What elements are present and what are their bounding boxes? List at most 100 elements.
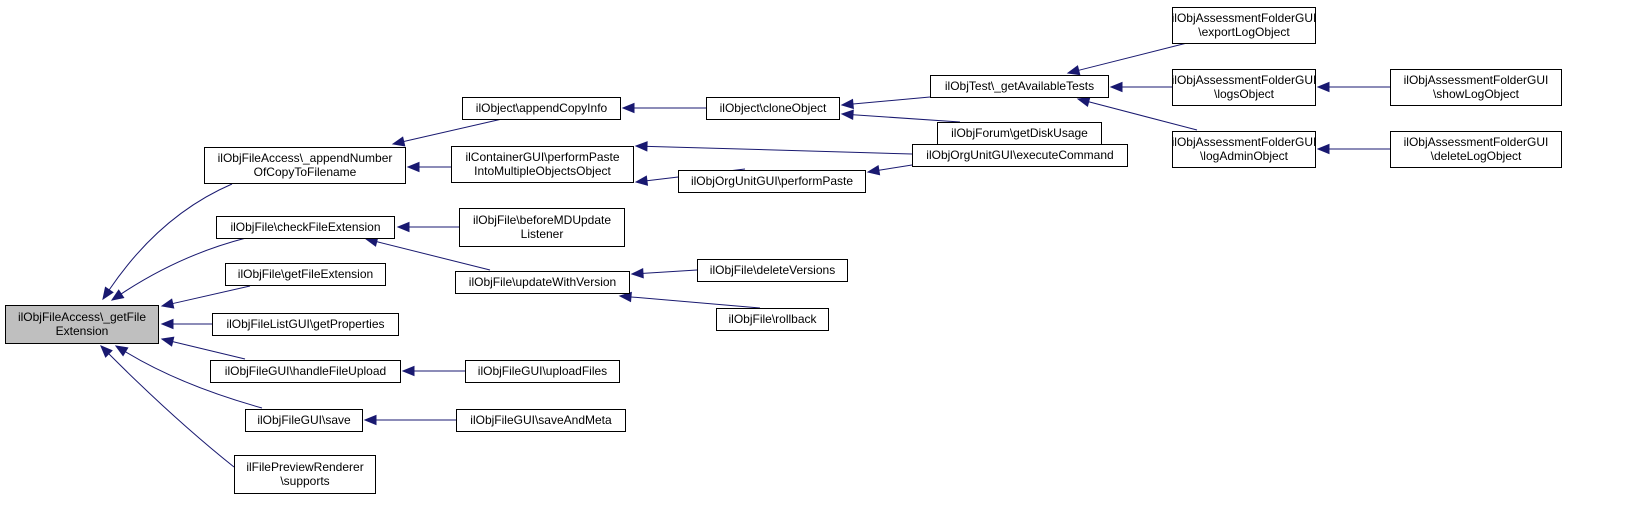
- node-box: [455, 271, 630, 294]
- node-label: ilObjFileAccess\_appendNumber: [218, 151, 393, 165]
- arrowhead: [160, 336, 175, 347]
- edge-rollback-to-update-with-version: [618, 291, 761, 309]
- edge-save-and-meta-to-save: [363, 414, 456, 426]
- node-supports[interactable]: ilFilePreviewRenderer\supports: [234, 455, 376, 494]
- edge-append-copy-info-to-append-number: [391, 118, 503, 147]
- node-box: [716, 308, 829, 331]
- edge-line: [403, 118, 503, 143]
- node-box: [912, 144, 1128, 167]
- edge-line: [646, 145, 913, 155]
- node-upload-files[interactable]: ilObjFileGUI\uploadFiles: [465, 360, 620, 383]
- node-rollback[interactable]: ilObjFile\rollback: [716, 308, 829, 331]
- edge-line: [172, 285, 251, 305]
- node-box: [930, 75, 1109, 98]
- edge-delete-log-object-to-log-admin-object: [1316, 143, 1390, 155]
- arrowhead: [406, 161, 420, 173]
- node-box: [225, 263, 386, 286]
- node-append-number[interactable]: ilObjFileAccess\_appendNumberOfCopyToFil…: [204, 147, 406, 184]
- edge-export-log-object-to-get-available-tests: [1066, 42, 1188, 76]
- edges-layer: [100, 42, 1390, 468]
- node-label: ilObjTest\_getAvailableTests: [945, 79, 1094, 93]
- node-box: [245, 409, 363, 432]
- node-root[interactable]: ilObjFileAccess\_getFileExtension: [5, 305, 159, 344]
- edge-supports-to-root: [100, 345, 235, 468]
- node-get-disk-usage[interactable]: ilObjForum\getDiskUsage: [937, 122, 1102, 145]
- node-box: [1172, 7, 1316, 44]
- node-box: [456, 409, 626, 432]
- arrowhead: [114, 345, 129, 357]
- node-get-available-tests[interactable]: ilObjTest\_getAvailableTests: [930, 75, 1109, 98]
- node-label: ilObjFile\beforeMDUpdate: [473, 213, 611, 227]
- node-box: [212, 313, 399, 336]
- arrowhead: [102, 286, 114, 301]
- arrowhead: [866, 165, 881, 176]
- arrowhead: [634, 175, 649, 186]
- edge-execute-command-to-org-perform-paste: [866, 164, 913, 176]
- node-box: [462, 97, 621, 120]
- edge-line: [172, 341, 246, 360]
- node-execute-command[interactable]: ilObjOrgUnitGUI\executeCommand: [912, 144, 1128, 167]
- node-label: ilObject\cloneObject: [720, 101, 827, 115]
- node-check-file-extension[interactable]: ilObjFile\checkFileExtension: [216, 216, 395, 239]
- node-label: \exportLogObject: [1198, 25, 1290, 39]
- node-logs-object[interactable]: ilObjAssessmentFolderGUI\logsObject: [1172, 69, 1317, 106]
- node-label: ilObjFile\deleteVersions: [710, 263, 835, 277]
- node-label: ilObjFileGUI\handleFileUpload: [225, 364, 386, 378]
- node-get-file-extension[interactable]: ilObjFile\getFileExtension: [225, 263, 386, 286]
- node-label: \logsObject: [1214, 87, 1275, 101]
- edge-before-md-update-to-check-file-extension: [396, 221, 459, 233]
- arrowhead: [100, 345, 113, 358]
- node-box: [451, 146, 634, 183]
- arrowhead: [840, 98, 854, 110]
- node-label: ilObjAssessmentFolderGUI: [1172, 11, 1317, 25]
- node-append-copy-info[interactable]: ilObject\appendCopyInfo: [462, 97, 621, 120]
- node-label: ilObjFileGUI\uploadFiles: [478, 364, 607, 378]
- node-label: ilObjFileListGUI\getProperties: [226, 317, 384, 331]
- node-label: ilObject\appendCopyInfo: [476, 101, 608, 115]
- node-box: [5, 305, 159, 344]
- node-box: [1172, 131, 1316, 168]
- node-box: [204, 147, 406, 184]
- arrowhead: [634, 141, 648, 152]
- node-show-log-object[interactable]: ilObjAssessmentFolderGUI\showLogObject: [1390, 69, 1562, 106]
- node-get-properties[interactable]: ilObjFileListGUI\getProperties: [212, 313, 399, 336]
- node-label: \deleteLogObject: [1431, 149, 1522, 163]
- node-label: OfCopyToFilename: [254, 165, 357, 179]
- edge-log-admin-object-to-get-available-tests: [1076, 96, 1198, 131]
- node-save[interactable]: ilObjFileGUI\save: [245, 409, 363, 432]
- node-delete-versions[interactable]: ilObjFile\deleteVersions: [697, 259, 848, 282]
- edge-line: [852, 96, 931, 105]
- node-org-perform-paste[interactable]: ilObjOrgUnitGUI\performPaste: [678, 170, 866, 193]
- node-clone-object[interactable]: ilObject\cloneObject: [706, 97, 840, 120]
- node-label: Listener: [521, 227, 564, 241]
- node-log-admin-object[interactable]: ilObjAssessmentFolderGUI\logAdminObject: [1172, 131, 1317, 168]
- node-update-with-version[interactable]: ilObjFile\updateWithVersion: [455, 271, 630, 294]
- node-label: ilObjForum\getDiskUsage: [951, 126, 1088, 140]
- node-handle-file-upload[interactable]: ilObjFileGUI\handleFileUpload: [210, 360, 401, 383]
- edge-line: [852, 114, 961, 123]
- node-label: ilContainerGUI\performPaste: [465, 150, 619, 164]
- arrowhead: [630, 268, 644, 279]
- arrowhead: [1076, 96, 1091, 107]
- node-label: ilObjOrgUnitGUI\performPaste: [691, 174, 853, 188]
- edge-line: [1088, 101, 1198, 131]
- edge-get-properties-to-root: [160, 318, 212, 330]
- arrowhead: [110, 289, 125, 301]
- node-perform-paste-multiple[interactable]: ilContainerGUI\performPasteIntoMultipleO…: [451, 146, 634, 183]
- edge-check-file-extension-to-root: [110, 237, 247, 301]
- node-label: ilObjAssessmentFolderGUI: [1404, 135, 1549, 149]
- arrowhead: [1109, 81, 1123, 93]
- edge-line: [108, 183, 233, 291]
- edge-clone-object-to-append-copy-info: [621, 102, 706, 114]
- node-save-and-meta[interactable]: ilObjFileGUI\saveAndMeta: [456, 409, 626, 432]
- node-delete-log-object[interactable]: ilObjAssessmentFolderGUI\deleteLogObject: [1390, 131, 1562, 168]
- node-label: ilObjAssessmentFolderGUI: [1172, 135, 1317, 149]
- node-export-log-object[interactable]: ilObjAssessmentFolderGUI\exportLogObject: [1172, 7, 1317, 44]
- node-box: [216, 216, 395, 239]
- node-label: ilObjAssessmentFolderGUI: [1404, 73, 1549, 87]
- edge-upload-files-to-handle-file-upload: [401, 365, 465, 377]
- arrowhead: [621, 102, 635, 114]
- edge-get-available-tests-to-clone-object: [840, 96, 931, 110]
